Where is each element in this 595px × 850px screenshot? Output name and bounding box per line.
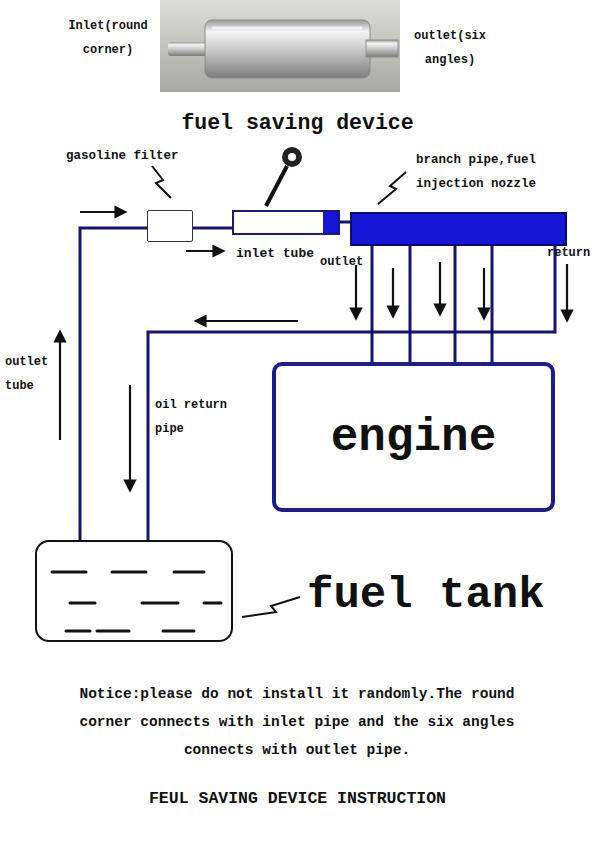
fuel-dash [112, 571, 146, 574]
fuel-dash [174, 571, 204, 574]
fuel-dash [204, 602, 221, 605]
lightning-leader [378, 172, 406, 204]
flow-arrow [186, 250, 223, 252]
fuel-dash [142, 602, 178, 605]
component-label: engine [276, 410, 551, 468]
fuel-dash [97, 630, 129, 633]
component-box: inlet tube [232, 210, 340, 235]
flow-arrow [196, 320, 298, 322]
annotation-label: outlet(six angles) [406, 24, 494, 72]
flow-arrows [60, 212, 567, 490]
pipe-label: oil return pipe [155, 393, 245, 441]
fuel-dash [70, 602, 95, 605]
annotation-label: Notice:please do not install it randomly… [62, 680, 532, 764]
device-cylinder [205, 20, 370, 78]
diagram-caption: FEUL SAVING DEVICE INSTRUCTION [0, 789, 595, 810]
fuel-dash [66, 630, 90, 633]
flow-arrow [59, 332, 61, 440]
inlet-nozzle [168, 42, 210, 56]
fuel-pipe [409, 246, 412, 362]
component-label: gasoline filter [66, 149, 196, 165]
flow-arrow [392, 268, 394, 316]
gauge-head [282, 147, 302, 167]
fuel-pipe [148, 246, 555, 540]
flow-arrow [439, 262, 441, 314]
flow-arrow [566, 264, 568, 320]
component-box: engine [272, 362, 555, 512]
annotation-label: Inlet(round corner) [66, 14, 150, 62]
fuel-pipe [371, 246, 374, 362]
component-label: branch pipe,fuel injection nozzle [416, 148, 576, 196]
fuel-pipe [491, 246, 494, 362]
component-box: fuel tank [35, 540, 233, 642]
gauge-face [288, 153, 296, 161]
outlet-nozzle [366, 40, 398, 57]
pressure-gauge [266, 147, 302, 206]
annotation-label: outlet [320, 255, 380, 270]
fuel-dash [163, 630, 194, 633]
flow-arrow [80, 211, 125, 213]
fuel-pipe [80, 228, 147, 540]
diagram-title: fuel saving device [0, 110, 595, 137]
component-box: gasoline filter [147, 210, 193, 242]
gauge-stem [266, 166, 287, 206]
photo-background [160, 0, 400, 92]
flow-arrow [129, 385, 131, 490]
pipe-label: outlet tube [5, 350, 55, 398]
fuel-pipe [193, 227, 232, 230]
lightning-leader [242, 597, 300, 617]
fuel-pipe [454, 246, 457, 362]
fuel-dash [52, 571, 86, 574]
flow-arrow [483, 268, 485, 318]
highlight-stripe [212, 27, 362, 30]
flow-arrow [355, 265, 357, 318]
component-box: branch pipe,fuel injection nozzle [350, 212, 567, 246]
lightning-leader [152, 166, 171, 198]
device-photo [160, 0, 400, 92]
fuel-pipe [340, 221, 350, 224]
component-label: fuel tank [307, 568, 567, 623]
fuel-dashes [52, 572, 221, 631]
annotation-label: return [547, 246, 595, 261]
